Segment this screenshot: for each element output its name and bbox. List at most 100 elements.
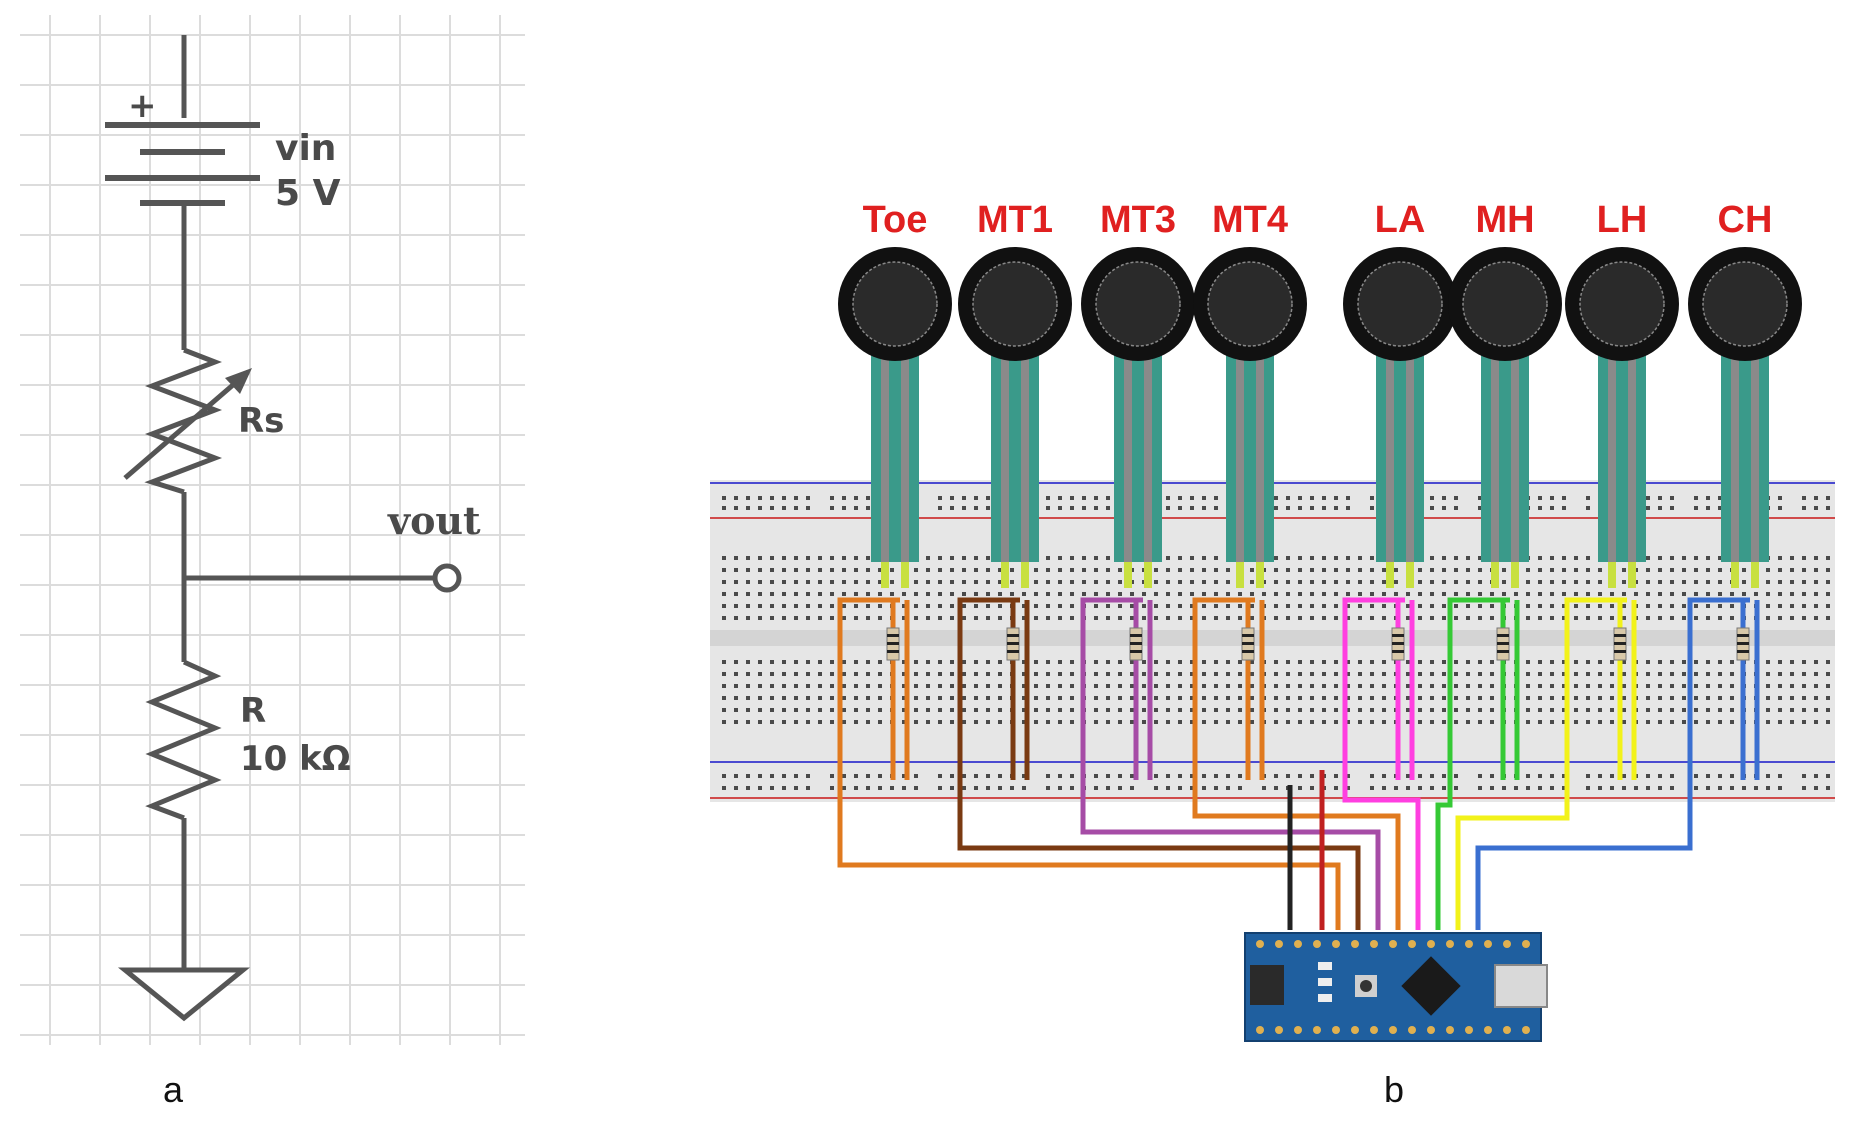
resistor-band [1392, 634, 1404, 637]
hole [1406, 592, 1410, 596]
hole [1418, 660, 1422, 664]
hole [746, 616, 750, 620]
hole [998, 720, 1002, 724]
hole [1334, 672, 1338, 676]
hole [1094, 568, 1098, 572]
hole [1022, 604, 1026, 608]
hole [1106, 708, 1110, 712]
hole [1322, 720, 1326, 724]
hole [986, 592, 990, 596]
hole [1370, 720, 1374, 724]
hole [1070, 672, 1074, 676]
sensor-strip [1114, 340, 1162, 562]
hole [1706, 708, 1710, 712]
hole [1586, 580, 1590, 584]
header-pin [1484, 940, 1492, 948]
hole [890, 580, 894, 584]
hole [1526, 604, 1530, 608]
hole [1622, 696, 1626, 700]
hole [1658, 506, 1662, 510]
hole [974, 580, 978, 584]
hole [1346, 708, 1350, 712]
resistor-band [887, 634, 899, 637]
hole [1478, 616, 1482, 620]
hole [926, 616, 930, 620]
hole [1802, 580, 1806, 584]
hole [734, 604, 738, 608]
plus-sign: + [128, 86, 157, 126]
hole [1298, 696, 1302, 700]
hole [758, 580, 762, 584]
hole [1250, 616, 1254, 620]
hole [1766, 616, 1770, 620]
hole [1142, 616, 1146, 620]
hole [1322, 708, 1326, 712]
hole [1010, 568, 1014, 572]
hole [1706, 684, 1710, 688]
hole [1442, 672, 1446, 676]
hole [1310, 708, 1314, 712]
center-channel [710, 630, 1835, 646]
hole [1622, 672, 1626, 676]
hole [1310, 684, 1314, 688]
resistor-band [1614, 642, 1626, 645]
hole [782, 568, 786, 572]
hole [1046, 592, 1050, 596]
hole [758, 696, 762, 700]
hole [1478, 672, 1482, 676]
hole [962, 604, 966, 608]
hole [854, 786, 858, 790]
hole [914, 616, 918, 620]
hole [734, 660, 738, 664]
hole [1166, 774, 1170, 778]
hole [914, 580, 918, 584]
hole [1646, 660, 1650, 664]
hole [1214, 684, 1218, 688]
hole [782, 580, 786, 584]
hole [1610, 786, 1614, 790]
hole [1466, 604, 1470, 608]
hole [1226, 774, 1230, 778]
hole [1646, 616, 1650, 620]
hole [1118, 568, 1122, 572]
hole [1202, 774, 1206, 778]
hole [1058, 496, 1062, 500]
hole [1598, 568, 1602, 572]
hole [1418, 684, 1422, 688]
hole [1058, 556, 1062, 560]
hole [758, 506, 762, 510]
hole [1526, 708, 1530, 712]
hole [1046, 660, 1050, 664]
hole [794, 696, 798, 700]
hole [1058, 616, 1062, 620]
hole [1550, 708, 1554, 712]
hole [1778, 672, 1782, 676]
hole [1454, 604, 1458, 608]
hole [1442, 660, 1446, 664]
hole [1286, 506, 1290, 510]
hole [830, 786, 834, 790]
header-pin [1427, 1026, 1435, 1034]
hole [1190, 672, 1194, 676]
sensor-pin [1021, 562, 1029, 588]
hole [1034, 660, 1038, 664]
hole [1106, 568, 1110, 572]
hole [1670, 592, 1674, 596]
hole [1058, 786, 1062, 790]
hole [1514, 592, 1518, 596]
hole [782, 506, 786, 510]
hole [866, 616, 870, 620]
hole [1694, 774, 1698, 778]
hole [926, 604, 930, 608]
hole [1478, 604, 1482, 608]
hole [1250, 720, 1254, 724]
sensor-pin [1731, 562, 1739, 588]
hole [1166, 592, 1170, 596]
hole [902, 592, 906, 596]
hole [1442, 616, 1446, 620]
hole [1790, 556, 1794, 560]
hole [1718, 616, 1722, 620]
hole [1442, 580, 1446, 584]
hole [1694, 506, 1698, 510]
